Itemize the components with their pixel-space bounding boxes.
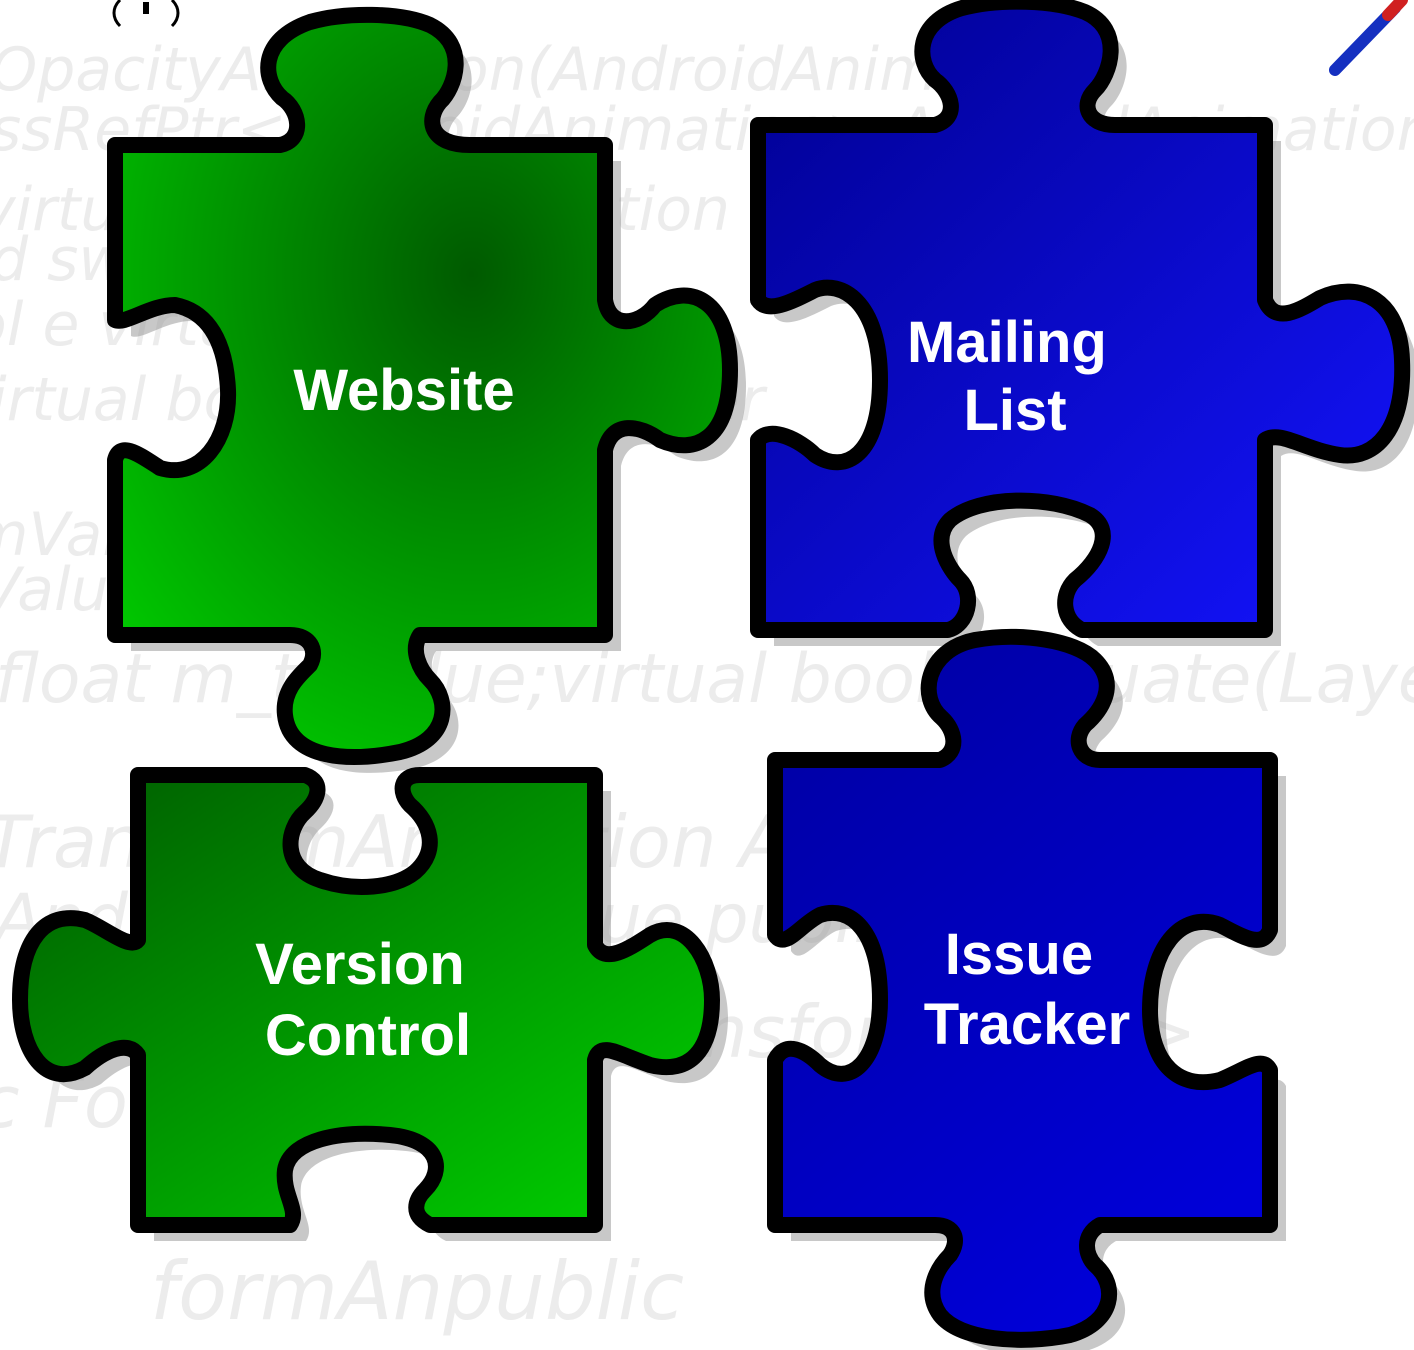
mailing-list-label: Mailing List <box>907 310 1123 443</box>
pencil-icon <box>1329 0 1408 76</box>
version-control-label-line: Version <box>255 932 465 997</box>
issue-tracker-piece: Issue Tracker <box>767 628 1286 1350</box>
issue-tracker-piece-body <box>767 628 1278 1348</box>
version-control-label-line: Control <box>265 1003 471 1068</box>
website-piece-body <box>107 6 738 765</box>
issue-tracker-label-line: Issue <box>945 922 1093 987</box>
version-control-label: Version Control <box>255 932 481 1068</box>
mailing-list-label-line: Mailing <box>907 310 1107 375</box>
website-label: Website <box>293 358 514 423</box>
version-control-piece-body <box>12 767 720 1233</box>
mailing-list-piece: Mailing List <box>750 0 1414 646</box>
website-piece: Website <box>107 6 746 773</box>
website-label-line: Website <box>293 358 514 423</box>
mailing-list-piece-body <box>750 0 1411 638</box>
sound-waves-icon <box>112 0 180 28</box>
issue-tracker-label-line: Tracker <box>924 992 1130 1057</box>
issue-tracker-label: Issue Tracker <box>924 922 1130 1057</box>
version-control-piece: Version Control <box>12 767 728 1241</box>
mailing-list-label-line: List <box>963 378 1066 443</box>
